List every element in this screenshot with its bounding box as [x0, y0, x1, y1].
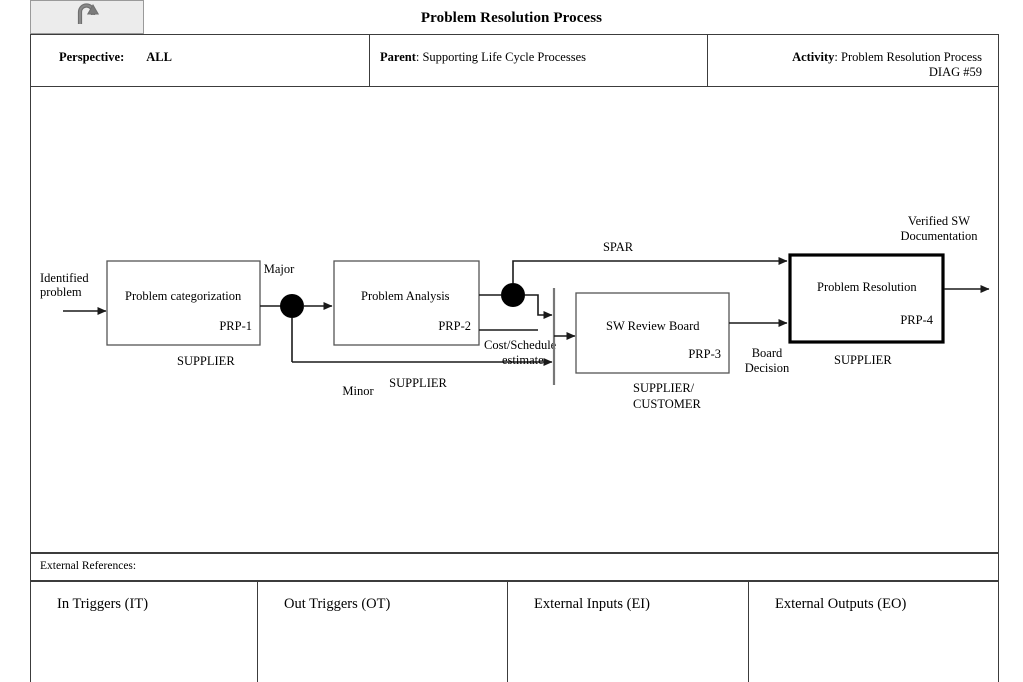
process-box-prp-4[interactable]: Problem Resolution PRP-4	[788, 253, 945, 344]
box-4-role: SUPPLIER	[834, 353, 892, 367]
process-box-prp-1[interactable]: Problem categorization PRP-1	[106, 260, 261, 346]
external-outputs-cell[interactable]: External Outputs (EO)	[749, 582, 998, 682]
box-3-name: SW Review Board	[606, 319, 700, 333]
in-triggers-label: In Triggers (IT)	[57, 596, 149, 612]
board-decision-line2: Decision	[745, 361, 790, 375]
spar-label: SPAR	[603, 240, 634, 254]
box-3-id: PRP-3	[688, 347, 721, 361]
process-flow-svg: Problem categorization PRP-1 SUPPLIER Id…	[40, 214, 990, 411]
input-label-line2: problem	[40, 285, 82, 299]
header-info-row: Perspective: ALL Parent: Supporting Life …	[30, 34, 999, 87]
perspective-label: Perspective:	[59, 50, 125, 64]
input-label-line1: Identified	[40, 271, 89, 285]
diagram-canvas: Problem categorization PRP-1 SUPPLIER Id…	[30, 87, 999, 553]
perspective-value: ALL	[146, 50, 172, 64]
box-4-name: Problem Resolution	[817, 280, 917, 294]
arrow-spar-to-prp4	[512, 257, 788, 283]
diagram-number: DIAG #59	[928, 65, 982, 79]
box-2-name: Problem Analysis	[361, 289, 450, 303]
parent-label: Parent	[380, 50, 416, 64]
box-1-name: Problem categorization	[125, 289, 242, 303]
external-inputs-label: External Inputs (EI)	[534, 596, 650, 612]
parent-value: : Supporting Life Cycle Processes	[415, 50, 586, 64]
u-turn-arrow-icon	[72, 2, 102, 33]
activity-value: : Problem Resolution Process	[834, 50, 982, 64]
parent-cell: Parent: Supporting Life Cycle Processes	[370, 35, 708, 86]
box-2-role: SUPPLIER	[389, 376, 447, 390]
external-references-bar: External References:	[30, 553, 999, 581]
page-title: Problem Resolution Process	[420, 10, 603, 26]
box-3-role-line1: SUPPLIER/	[633, 381, 695, 395]
branch-node-spar	[501, 283, 525, 307]
external-outputs-label: External Outputs (EO)	[775, 596, 907, 612]
activity-cell: Activity: Problem Resolution Process DIA…	[708, 35, 998, 86]
box-1-id: PRP-1	[219, 319, 252, 333]
process-box-prp-3[interactable]: SW Review Board PRP-3	[575, 292, 730, 374]
back-navigation-button[interactable]	[30, 0, 144, 34]
out-triggers-label: Out Triggers (OT)	[284, 596, 391, 612]
cost-schedule-line1: Cost/Schedule	[484, 338, 557, 352]
box-4-id: PRP-4	[900, 313, 933, 327]
output-line2: Documentation	[900, 229, 978, 243]
external-references-label: External References:	[40, 560, 137, 572]
box-1-role: SUPPLIER	[177, 354, 235, 368]
box-3-role-line2: CUSTOMER	[633, 397, 702, 411]
out-triggers-cell[interactable]: Out Triggers (OT)	[258, 582, 508, 682]
activity-label: Activity	[792, 50, 835, 64]
branch-major-label: Major	[264, 262, 295, 276]
box-2-id: PRP-2	[438, 319, 471, 333]
branch-node-major-minor	[280, 294, 304, 318]
in-triggers-cell[interactable]: In Triggers (IT)	[31, 582, 258, 682]
output-line1: Verified SW	[908, 214, 970, 228]
external-inputs-cell[interactable]: External Inputs (EI)	[508, 582, 749, 682]
cost-schedule-line2: estimate	[502, 353, 544, 367]
board-decision-line1: Board	[752, 346, 783, 360]
arrow-dot2-to-syncbar-top	[525, 294, 553, 319]
branch-minor-label: Minor	[342, 384, 374, 398]
process-box-prp-2[interactable]: Problem Analysis PRP-2	[333, 260, 480, 346]
triggers-row: In Triggers (IT) Out Triggers (OT) Exter…	[30, 581, 999, 682]
perspective-cell: Perspective: ALL	[31, 35, 370, 86]
